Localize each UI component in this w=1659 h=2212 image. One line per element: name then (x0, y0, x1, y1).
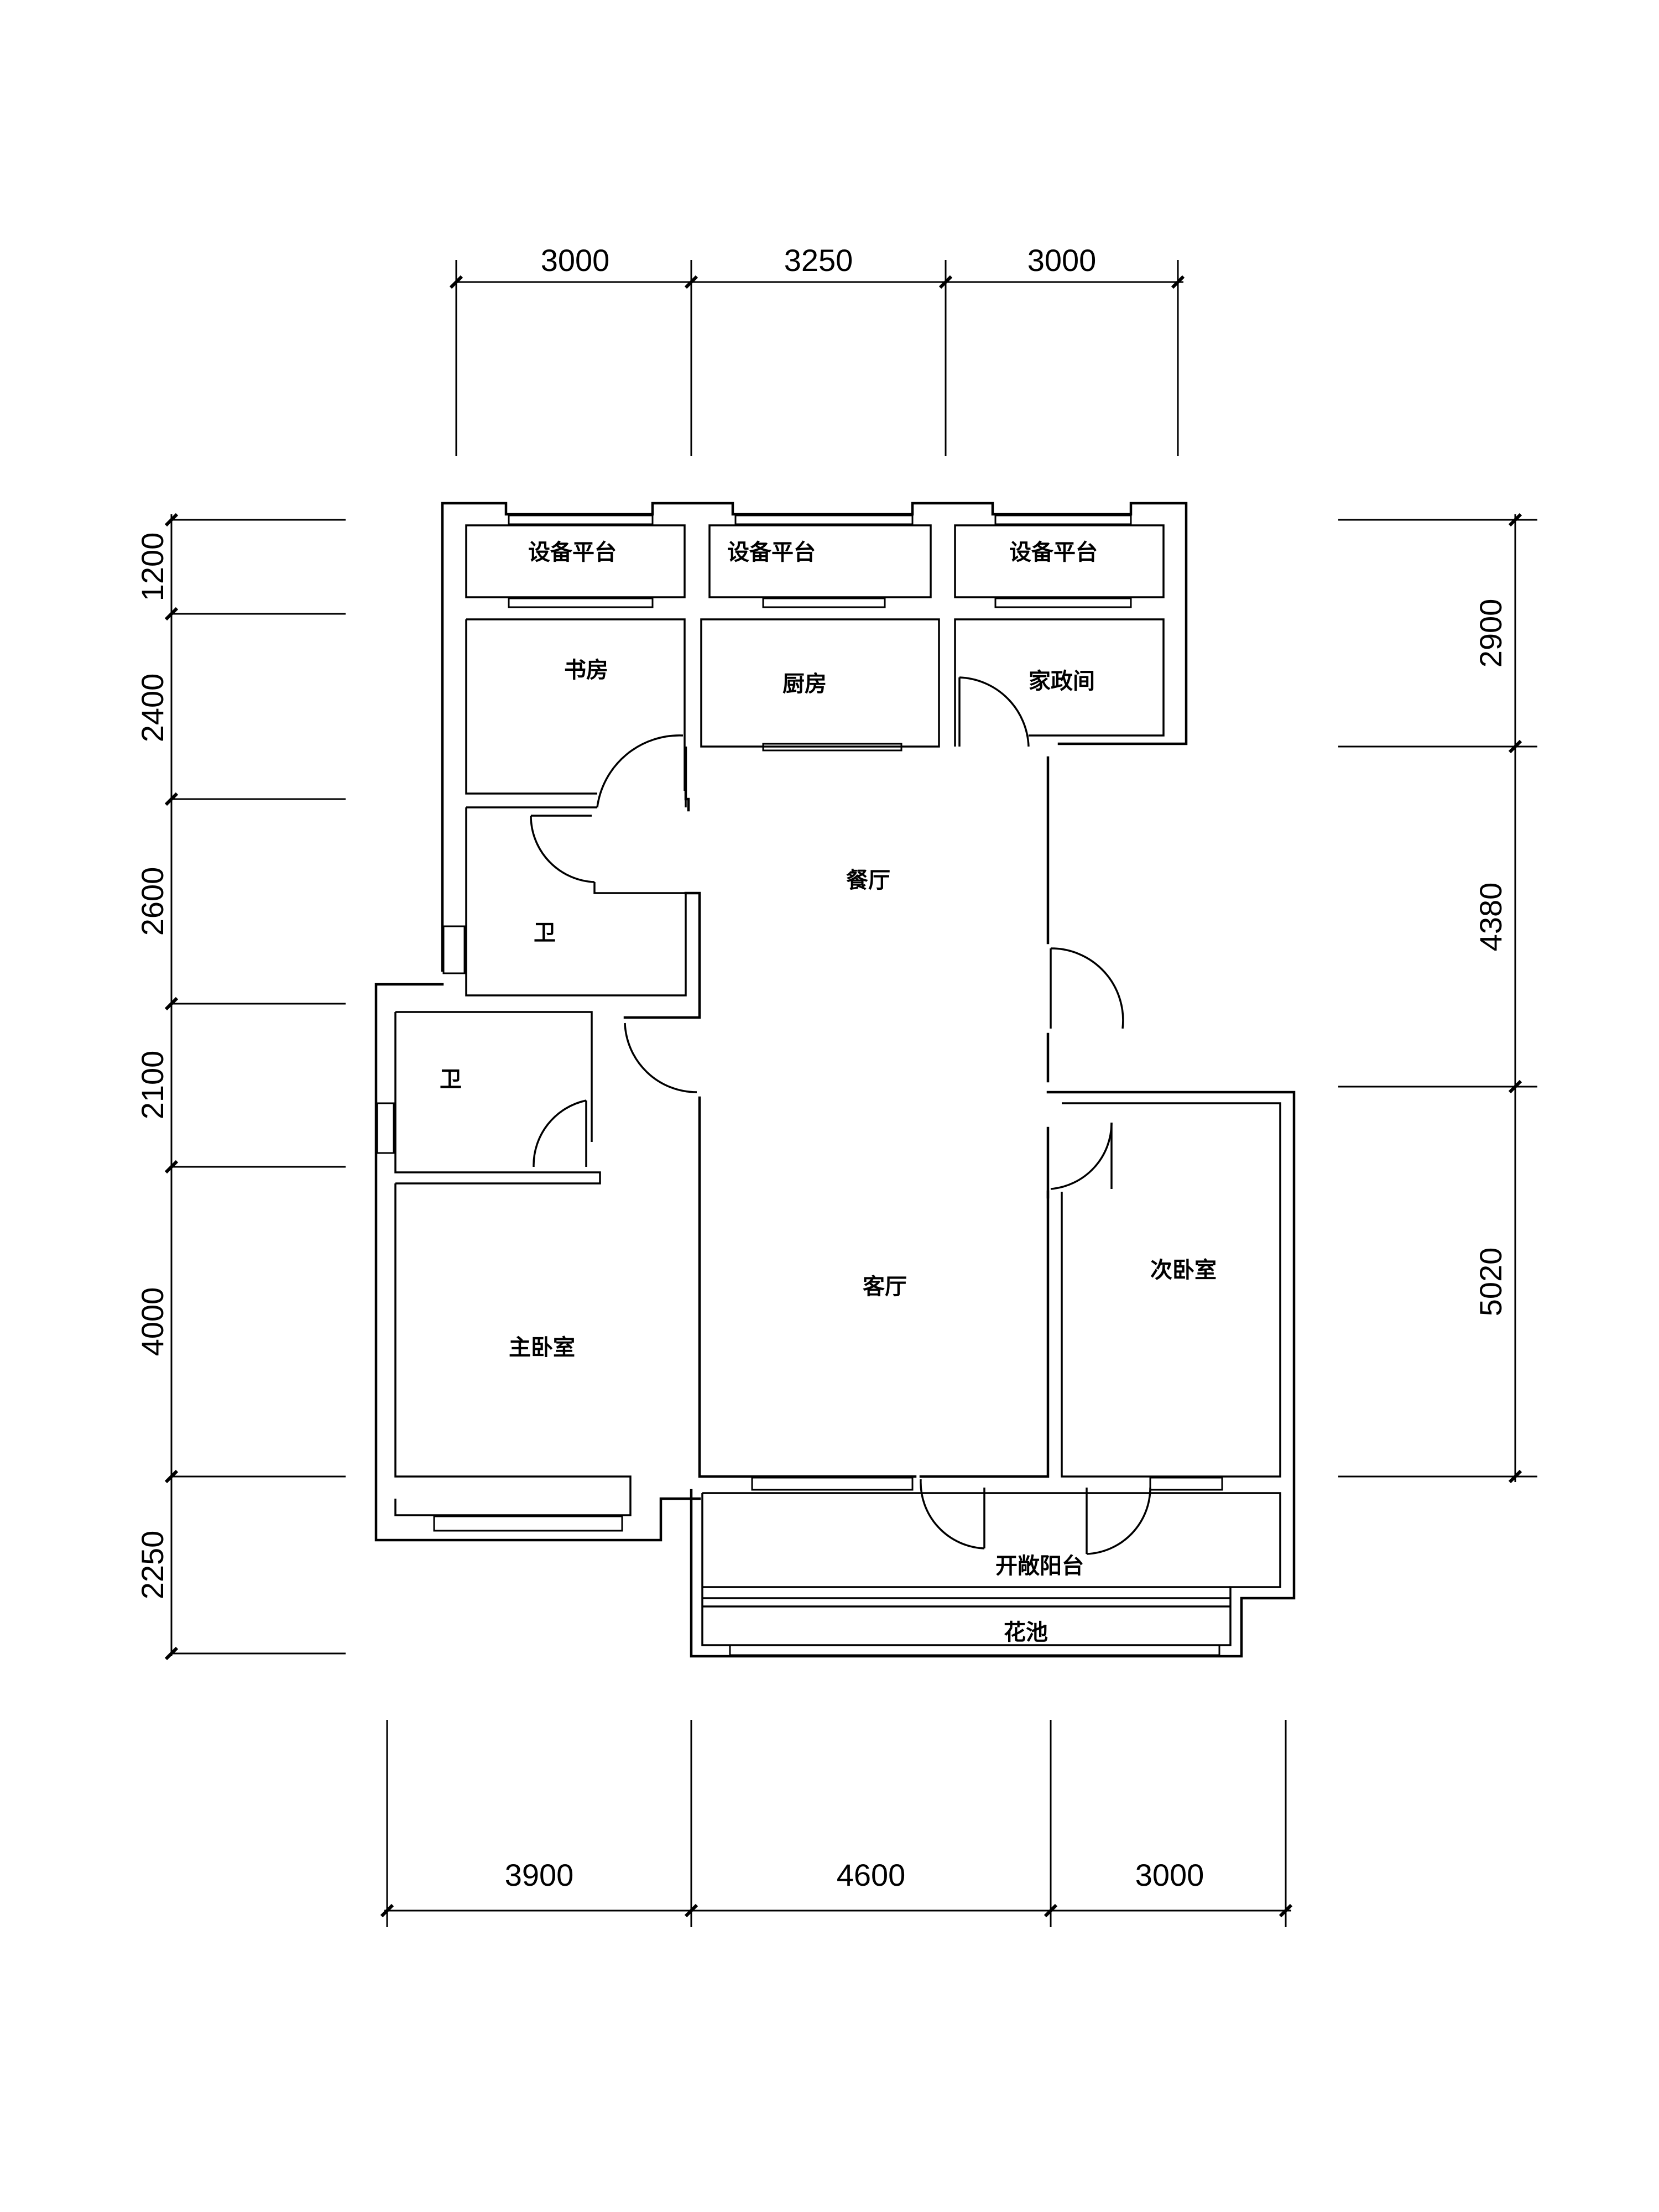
dim-right-1: 2900 (1473, 599, 1508, 668)
walls (374, 502, 1296, 1658)
room-label-equip-platform-1: 设备平台 (528, 540, 617, 565)
room-label-study: 书房 (564, 658, 608, 683)
room-label-flower-bed: 花池 (1004, 1620, 1048, 1645)
room-label-equip-platform-3: 设备平台 (1009, 540, 1098, 565)
dim-bottom-1: 3900 (505, 1858, 574, 1892)
room-label-bathroom-2: 卫 (440, 1067, 462, 1092)
dim-right-3: 5020 (1473, 1248, 1508, 1317)
dim-right-2: 4380 (1473, 883, 1508, 952)
room-label-open-balcony: 开敞阳台 (995, 1553, 1084, 1579)
dim-left-2: 2400 (135, 674, 170, 743)
dim-left-1: 1200 (135, 533, 170, 602)
room-label-dining-room: 餐厅 (846, 868, 890, 893)
dimension-lines (164, 260, 1537, 1927)
dimension-labels: 3000 3250 3000 3900 4600 3000 1200 2400 … (135, 243, 1508, 1892)
room-label-living-room: 客厅 (863, 1274, 907, 1300)
dim-bottom-3: 3000 (1135, 1858, 1204, 1892)
doors (530, 676, 1151, 1555)
room-label-master-bedroom: 主卧室 (509, 1335, 575, 1360)
room-label-utility-room: 家政间 (1029, 669, 1095, 694)
dim-top-2: 3250 (784, 243, 853, 278)
room-label-second-bedroom: 次卧室 (1150, 1258, 1217, 1283)
dim-left-3: 2600 (135, 867, 170, 936)
room-label-bathroom-1: 卫 (534, 920, 556, 946)
dim-left-6: 2250 (135, 1531, 170, 1600)
room-label-kitchen: 厨房 (782, 671, 827, 697)
room-label-equip-platform-2: 设备平台 (727, 540, 816, 565)
dim-top-1: 3000 (541, 243, 610, 278)
dim-left-4: 2100 (135, 1051, 170, 1120)
dim-left-5: 4000 (135, 1287, 170, 1357)
room-labels: 设备平台 设备平台 设备平台 书房 厨房 家政间 餐厅 卫 卫 客厅 主卧室 次… (440, 540, 1217, 1645)
dim-top-3: 3000 (1027, 243, 1097, 278)
dim-bottom-2: 4600 (837, 1858, 906, 1892)
windows (376, 514, 1223, 1656)
